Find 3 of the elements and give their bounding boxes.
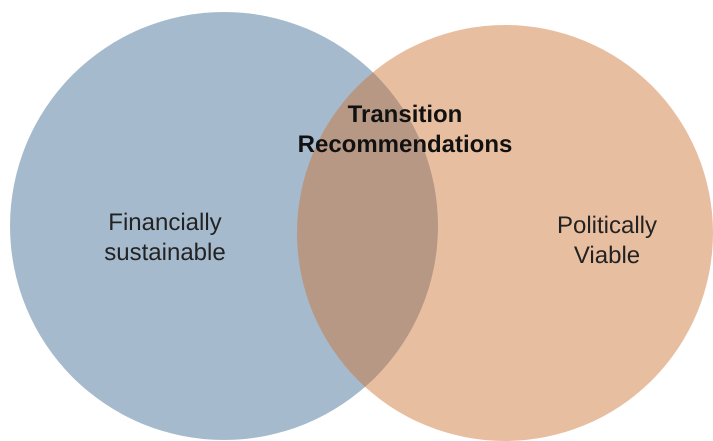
circle-label: Financially sustainable	[103, 208, 227, 268]
circle-label: Politically Viable	[556, 211, 658, 271]
overlap-label: Transition Recommendations	[296, 100, 514, 160]
